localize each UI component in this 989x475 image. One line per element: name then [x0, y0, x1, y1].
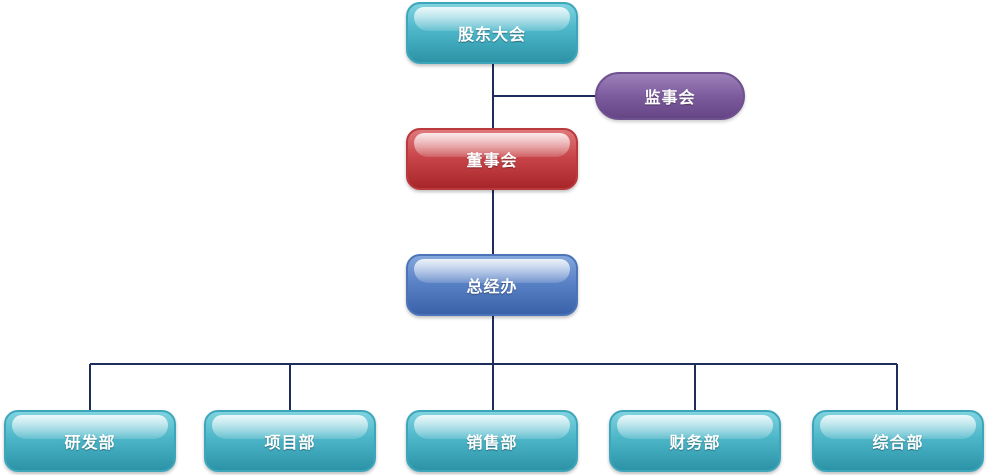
- node-label: 综合部: [872, 433, 924, 452]
- node-shareholders-meeting: 股东大会: [406, 2, 578, 64]
- node-label: 销售部: [466, 433, 518, 452]
- node-dept-research: 研发部: [4, 410, 176, 472]
- node-label: 总经办: [466, 277, 518, 296]
- node-label: 股东大会: [457, 25, 526, 44]
- node-board-of-directors: 董事会: [406, 128, 578, 190]
- node-supervisory-board: 监事会: [595, 72, 745, 120]
- node-label: 董事会: [466, 151, 518, 170]
- node-dept-project: 项目部: [204, 410, 376, 472]
- node-label: 财务部: [669, 433, 721, 452]
- node-dept-sales: 销售部: [406, 410, 578, 472]
- node-label: 监事会: [644, 88, 696, 107]
- node-general-office: 总经办: [406, 254, 578, 316]
- node-dept-general: 综合部: [812, 410, 984, 472]
- node-label: 研发部: [64, 433, 116, 452]
- node-dept-finance: 财务部: [609, 410, 781, 472]
- node-label: 项目部: [264, 433, 316, 452]
